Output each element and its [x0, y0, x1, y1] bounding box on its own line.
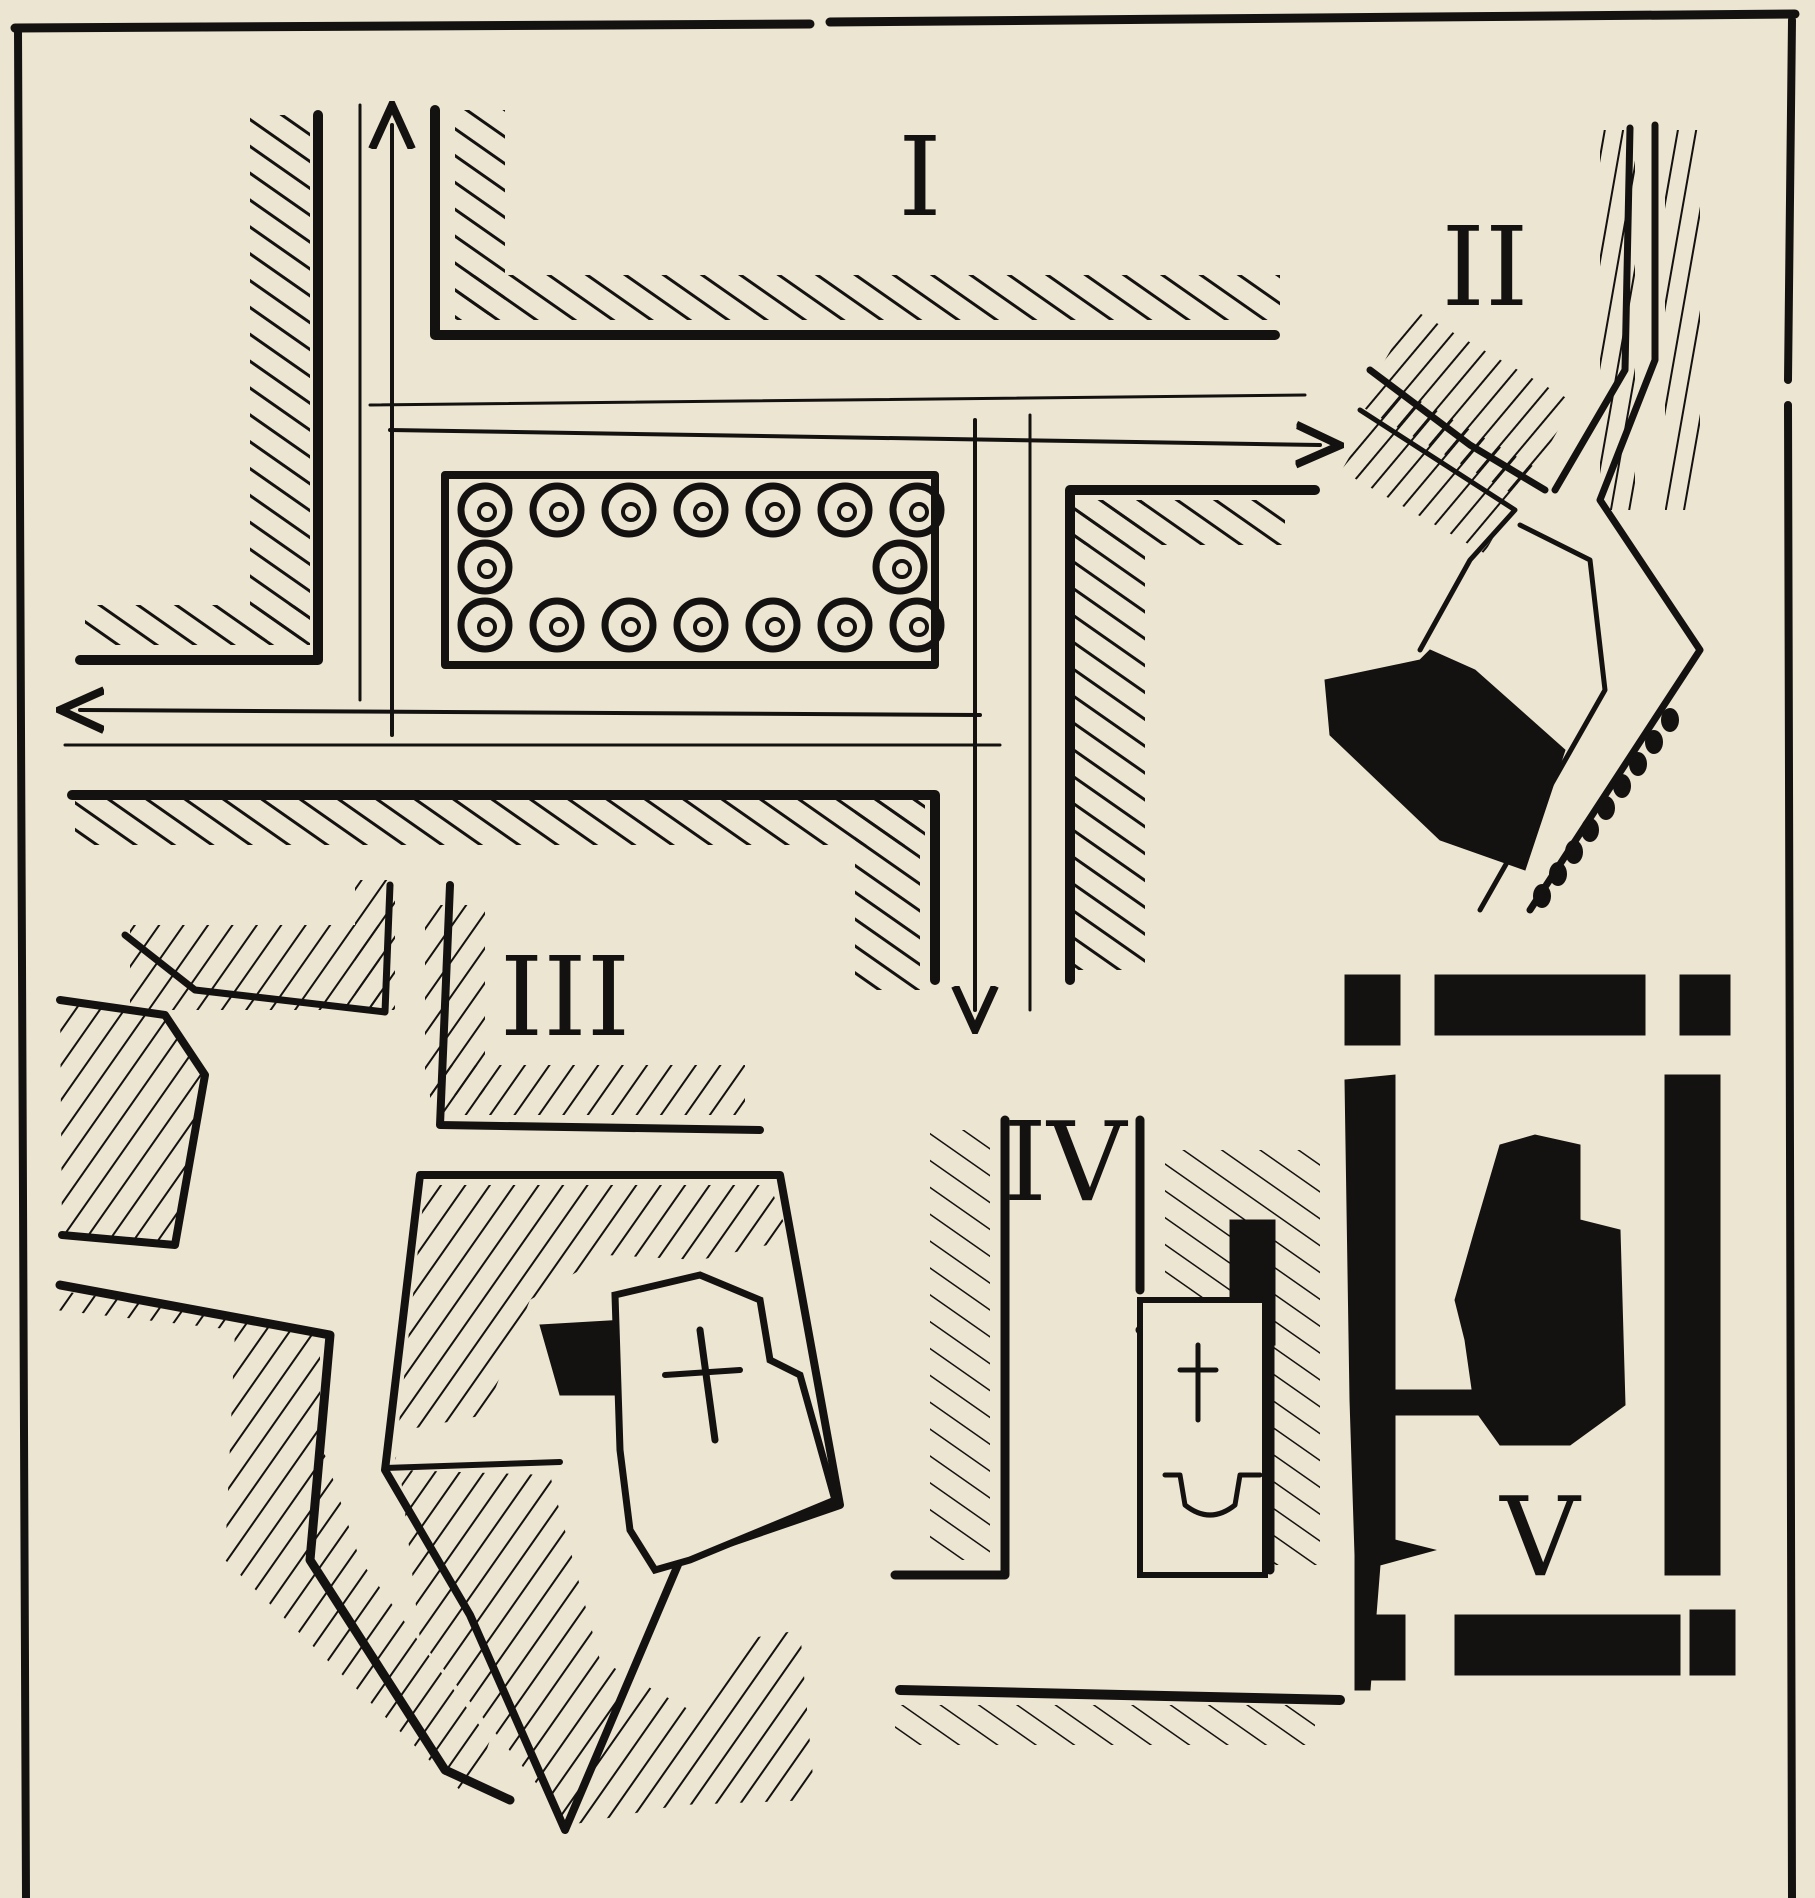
tree-icon: [529, 597, 585, 653]
panel-label-IV: IV: [1004, 1098, 1129, 1226]
tree-icon: [601, 482, 657, 538]
panel-II-plan: [1324, 121, 1704, 914]
tree-icon: [745, 597, 801, 653]
tree-icon: [693, 617, 713, 637]
tree-icon: [673, 597, 729, 653]
tree-icon: [529, 482, 585, 538]
tree-icon: [892, 559, 912, 579]
dot-marker: [1597, 796, 1615, 820]
dot-row: [1533, 708, 1679, 908]
tree-icon: [457, 539, 513, 595]
map-frame: [10, 9, 1800, 1898]
tree-icon: [621, 617, 641, 637]
panel-III-plan: [55, 880, 844, 1834]
tree-icon: [601, 597, 657, 653]
dot-marker: [1629, 752, 1647, 776]
tree-icon: [909, 617, 929, 637]
panel-I-plan: [65, 105, 1320, 1010]
tree-icon: [477, 502, 497, 522]
dot-marker: [1581, 818, 1599, 842]
tree-icon: [693, 502, 713, 522]
tree-icon: [909, 502, 929, 522]
tree-icon: [765, 617, 785, 637]
tree-icon: [837, 502, 857, 522]
dot-marker: [1645, 730, 1663, 754]
panel-label-I: I: [898, 113, 941, 241]
church-III: [662, 1326, 743, 1444]
church-building-II: [1324, 649, 1566, 871]
tree-icon: [837, 617, 857, 637]
panel-label-II: II: [1442, 203, 1529, 331]
dot-marker: [1613, 774, 1631, 798]
panel-V-plan: [1344, 974, 1736, 1691]
tree-icon: [549, 617, 569, 637]
dot-marker: [1565, 840, 1583, 864]
tree-icon: [621, 502, 641, 522]
tree-icon: [765, 502, 785, 522]
tree-icon: [889, 597, 945, 653]
tree-icon: [673, 482, 729, 538]
tree-icon: [889, 482, 945, 538]
tree-icon: [477, 559, 497, 579]
dot-marker: [1533, 884, 1551, 908]
tree-icon: [817, 482, 873, 538]
panel-label-III: III: [500, 933, 630, 1061]
dot-marker: [1661, 708, 1679, 732]
tree-icon: [549, 502, 569, 522]
tree-icon: [745, 482, 801, 538]
tree-icon: [817, 597, 873, 653]
tree-row: [457, 482, 945, 653]
cross-icon: [662, 1326, 743, 1444]
panel-IV-plan: [890, 1115, 1345, 1745]
panel-label-V: V: [1498, 1473, 1582, 1601]
tree-icon: [457, 597, 513, 653]
dot-marker: [1549, 862, 1567, 886]
tree-icon: [477, 617, 497, 637]
cross-icon: [1177, 1342, 1219, 1423]
tree-icon: [872, 539, 928, 595]
tree-icon: [457, 482, 513, 538]
